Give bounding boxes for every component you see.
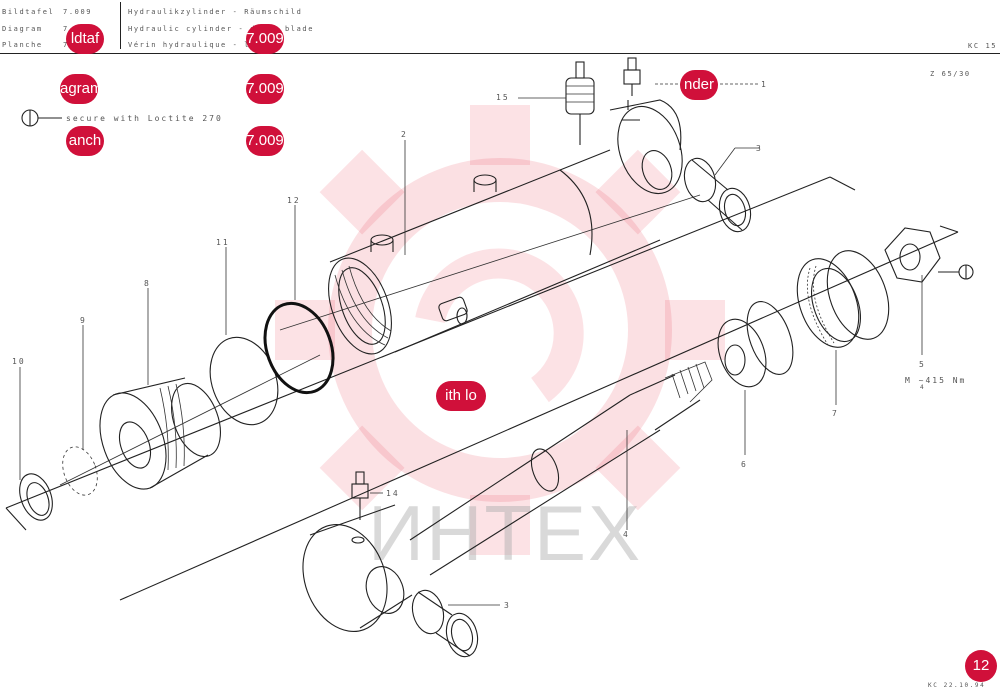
callout-15: 15 (496, 93, 510, 102)
guide-head (99, 377, 221, 490)
header-label: Bildtafel (2, 8, 55, 16)
hotspot-pin[interactable]: agram (60, 74, 98, 104)
header-desc: Hydraulikzylinder - Räumschild (128, 8, 303, 16)
header-desc: Hydraulic cylinder - dozer blade (128, 25, 315, 33)
page-number-badge[interactable]: 12 (965, 650, 997, 682)
callout-1: 1 (761, 80, 768, 89)
legend-note: secure with Loctite 270 (66, 114, 223, 123)
bushing-bottom (411, 589, 479, 658)
header-label: Diagram (2, 25, 43, 33)
callout-12: 12 (287, 196, 301, 205)
grease-nipple-top (623, 57, 641, 96)
callout-3: 3 (756, 144, 763, 153)
callout-3-bottom: 3 (504, 601, 511, 610)
callout-9: 9 (80, 316, 87, 325)
cylinder-tube (328, 99, 683, 355)
header-divider (120, 2, 121, 49)
seal-ring (717, 301, 794, 388)
drawing-subcode: Z 65/30 (930, 70, 971, 78)
callout-14: 14 (386, 489, 400, 498)
callout-2: 2 (401, 130, 408, 139)
wiper-ring (19, 473, 53, 521)
torque-note: M ~415 Nm (905, 376, 967, 385)
header-value: 7.009 (63, 8, 93, 16)
header-value: 7 (63, 41, 69, 49)
header-value: 7 (63, 25, 69, 33)
grease-nipple-bottom (351, 471, 369, 520)
retaining-ring (62, 446, 98, 496)
hex-nut (884, 227, 974, 283)
piston-rod (302, 361, 713, 633)
header-label: Planche (2, 41, 43, 49)
callout-10: 10 (12, 357, 26, 366)
callout-11: 11 (216, 238, 230, 247)
bushing-top (683, 157, 752, 233)
plug-fitting (438, 296, 468, 325)
loctite-symbol-icon (21, 109, 62, 127)
callout-8: 8 (144, 279, 151, 288)
hotspot-pin[interactable]: nder (680, 70, 718, 100)
piston (796, 250, 890, 348)
header-rule (0, 53, 1000, 54)
hotspot-pin[interactable]: ldtaf (66, 24, 104, 54)
drawing-code: KC 15 (968, 42, 998, 50)
callout-leaders (19, 83, 923, 606)
breather-valve (565, 61, 595, 145)
hotspot-pin[interactable]: 7.009 (246, 24, 284, 54)
hotspot-pin[interactable]: 7.009 (246, 126, 284, 156)
callout-5: 5 (919, 360, 926, 369)
watermark-text: ИНТЕХ (368, 489, 643, 577)
callout-7: 7 (832, 409, 839, 418)
o-ring-12 (263, 301, 335, 395)
footer-date: KC 22.10.94 (928, 682, 986, 689)
callout-6: 6 (741, 460, 748, 469)
callout-4: 4 (623, 530, 630, 539)
hotspot-pin[interactable]: ith lo (436, 381, 486, 411)
hotspot-pin[interactable]: anch (66, 126, 104, 156)
header-desc: Vérin hydraulique - lame (128, 41, 268, 49)
o-ring-11 (209, 336, 279, 426)
torque-note-index: 4 (920, 384, 926, 391)
hotspot-pin[interactable]: 7.009 (246, 74, 284, 104)
